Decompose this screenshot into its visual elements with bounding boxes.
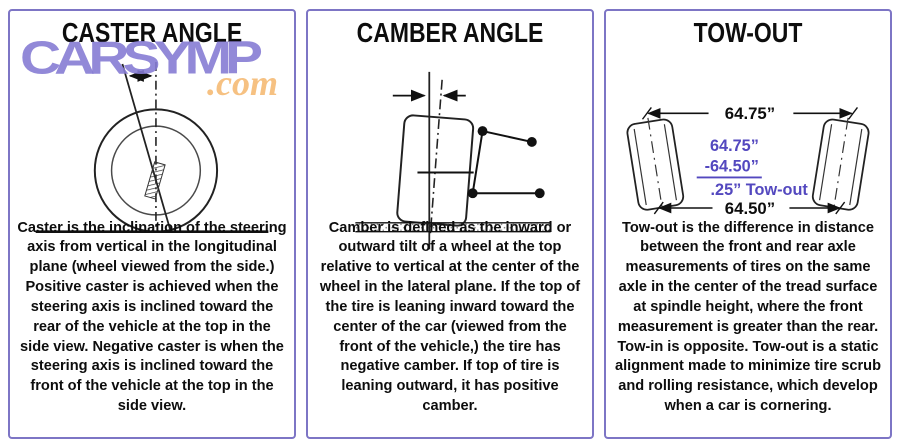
caster-description: Caster is the inclination of the steerin… [17, 219, 287, 415]
right-tire-groove-1 [818, 124, 833, 201]
front-track-value: 64.75” [725, 104, 775, 123]
tire-centerline [429, 79, 443, 235]
front-dim-tick-right [848, 107, 859, 120]
front-dim-tick-left [641, 107, 652, 120]
panel-tow-out: TOW-OUT 64.75” [604, 9, 892, 439]
panel-caster-angle: CASTER ANGLE CARSYMP .com [8, 9, 296, 439]
left-tire-groove-1 [633, 128, 647, 206]
right-tire-centerline [832, 117, 849, 212]
lower-ball-joint [467, 188, 478, 199]
tire-outline [396, 114, 475, 227]
calc-front-value: 64.75” [710, 137, 759, 155]
rear-dim-tick-right [835, 201, 846, 215]
caster-title: CASTER ANGLE [61, 17, 243, 48]
carsymp-logo-tld: .com [207, 63, 278, 103]
carsymp-watermark: CARSYMP .com [12, 35, 292, 115]
left-tire-groove-2 [663, 124, 678, 201]
calc-result-value: .25” Tow-out [711, 181, 809, 199]
tow-out-top-view: 64.75” 64.75” -64.50” [626, 104, 870, 218]
left-tire-centerline [647, 117, 664, 212]
upper-control-arm [482, 130, 533, 143]
panel-camber-angle: CAMBER ANGLE [306, 9, 594, 439]
caster-diagram [10, 11, 294, 263]
tow-out-title: TOW-OUT [693, 17, 803, 48]
camber-description: Camber is defined as the inward or outwa… [319, 219, 581, 415]
rear-track-value: 64.50” [725, 199, 775, 218]
rear-dim-tick-left [653, 201, 664, 215]
right-tire-groove-2 [849, 128, 863, 206]
camber-title: CAMBER ANGLE [356, 17, 544, 48]
kingpin-hatched-block [144, 161, 166, 200]
calc-rear-value: -64.50” [705, 158, 759, 176]
caster-wheel-side-view [35, 62, 269, 233]
upper-arm-pivot [526, 137, 537, 147]
knuckle-line [471, 130, 484, 194]
ground-band [355, 223, 551, 232]
steering-axis-line [121, 63, 172, 232]
camber-wheel-front-view [355, 71, 551, 250]
tow-out-description: Tow-out is the difference in distance be… [615, 219, 881, 415]
camber-diagram [308, 11, 592, 263]
upper-ball-joint [477, 126, 488, 137]
tow-out-diagram: 64.75” 64.75” -64.50” [606, 11, 890, 263]
lower-arm-pivot [534, 188, 545, 199]
